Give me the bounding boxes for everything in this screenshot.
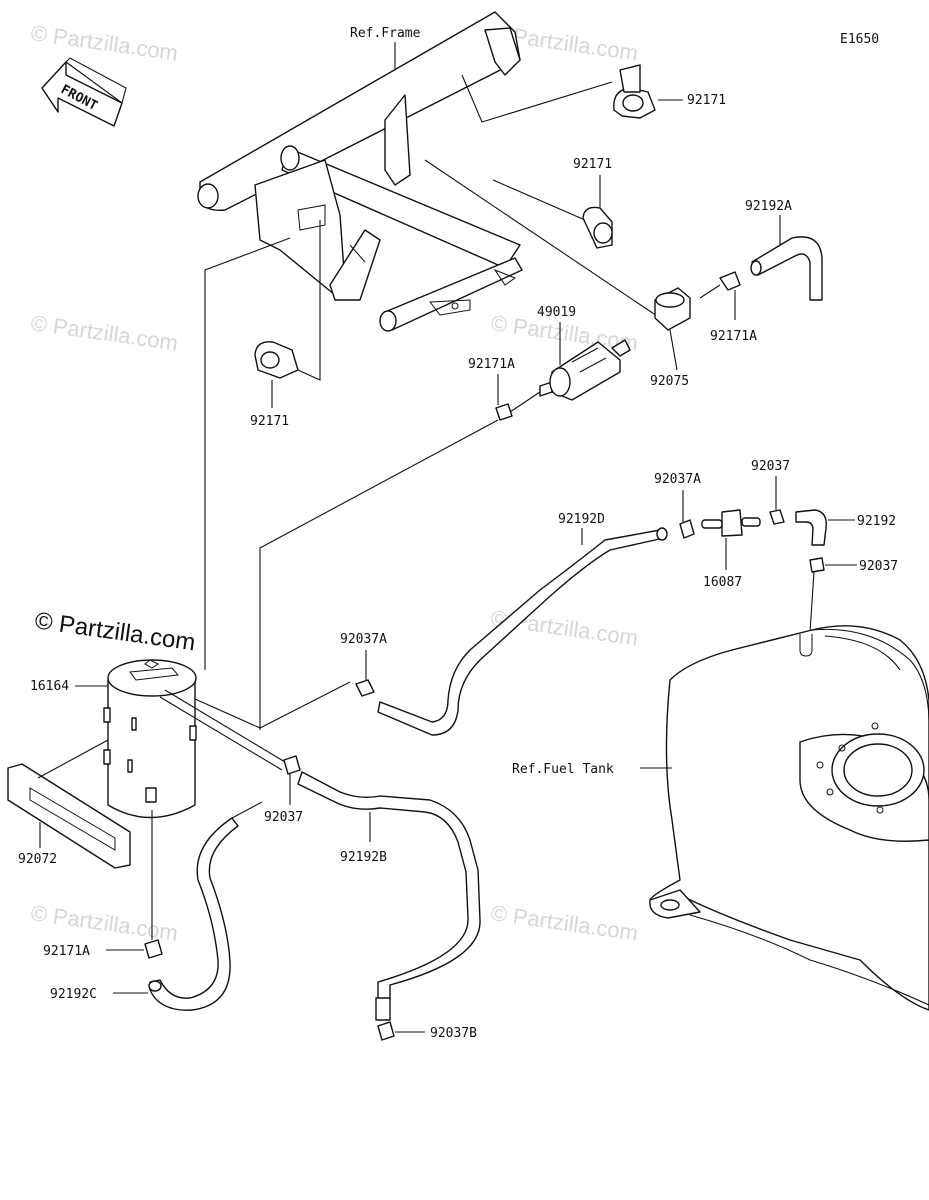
callout-49019: 49019 — [537, 305, 576, 320]
clamp-92171-mid — [582, 206, 613, 249]
canister-16164 — [103, 659, 197, 819]
callout-92192B: 92192B — [340, 850, 387, 865]
clamp-92037-right — [809, 557, 825, 573]
callout-92171-top: 92171 — [687, 93, 726, 108]
strap-92072 — [7, 763, 131, 869]
diagram-code: E1650 — [840, 32, 879, 47]
callout-92037B: 92037B — [430, 1026, 477, 1041]
watermark-1: © Partzilla.com — [29, 20, 179, 65]
clamp-92037-top — [769, 509, 785, 525]
fuel-tank — [649, 625, 929, 1011]
callout-92171A-low: 92171A — [43, 944, 90, 959]
valve-16087 — [701, 509, 761, 537]
callout-92037-low: 92037 — [264, 810, 303, 825]
callout-92037A-top: 92037A — [654, 472, 701, 487]
callout-92171A-right: 92171A — [710, 329, 757, 344]
fuel-filter-49019 — [539, 339, 631, 401]
watermark-strong: © Partzilla.com — [33, 607, 197, 656]
ref-frame-label: Ref.Frame — [350, 26, 421, 41]
clamp-92171-left — [254, 341, 299, 379]
callout-16087: 16087 — [703, 575, 742, 590]
callout-92171-left: 92171 — [250, 414, 289, 429]
bracket-92075 — [654, 287, 691, 331]
callout-92171-mid: 92171 — [573, 157, 612, 172]
clamp-92037A-top — [679, 519, 695, 539]
callout-92192C: 92192C — [50, 987, 97, 1002]
ref-fuel-tank-label: Ref.Fuel Tank — [512, 762, 614, 777]
callout-92037-right: 92037 — [859, 559, 898, 574]
callout-92072: 92072 — [18, 852, 57, 867]
callout-92192D: 92192D — [558, 512, 605, 527]
callout-16164: 16164 — [30, 679, 69, 694]
callout-92171A-mid: 92171A — [468, 357, 515, 372]
callout-92075: 92075 — [650, 374, 689, 389]
clamp-92171-top — [613, 64, 656, 119]
clamp-92037-low — [283, 755, 301, 775]
watermark-3: © Partzilla.com — [29, 310, 179, 355]
front-arrow-icon: FRONT — [41, 57, 127, 127]
watermark-6: © Partzilla.com — [29, 900, 179, 945]
clamp-92037B — [377, 1021, 395, 1041]
hose-92192A — [750, 236, 823, 301]
clamp-92171A-mid — [495, 403, 513, 421]
callout-92192A: 92192A — [745, 199, 792, 214]
hose-92192B — [297, 771, 481, 1021]
callout-92192: 92192 — [857, 514, 896, 529]
callout-92037A-mid: 92037A — [340, 632, 387, 647]
frame-assembly — [197, 11, 523, 332]
hose-92192D — [377, 527, 668, 736]
hose-92192 — [795, 509, 827, 546]
watermark-7: © Partzilla.com — [489, 900, 639, 945]
clamp-92171A-right — [719, 271, 741, 291]
callout-92037-top: 92037 — [751, 459, 790, 474]
clamp-92171A-low — [144, 939, 163, 959]
clamp-92037A-mid — [355, 679, 375, 697]
hose-92192C — [148, 817, 239, 1011]
